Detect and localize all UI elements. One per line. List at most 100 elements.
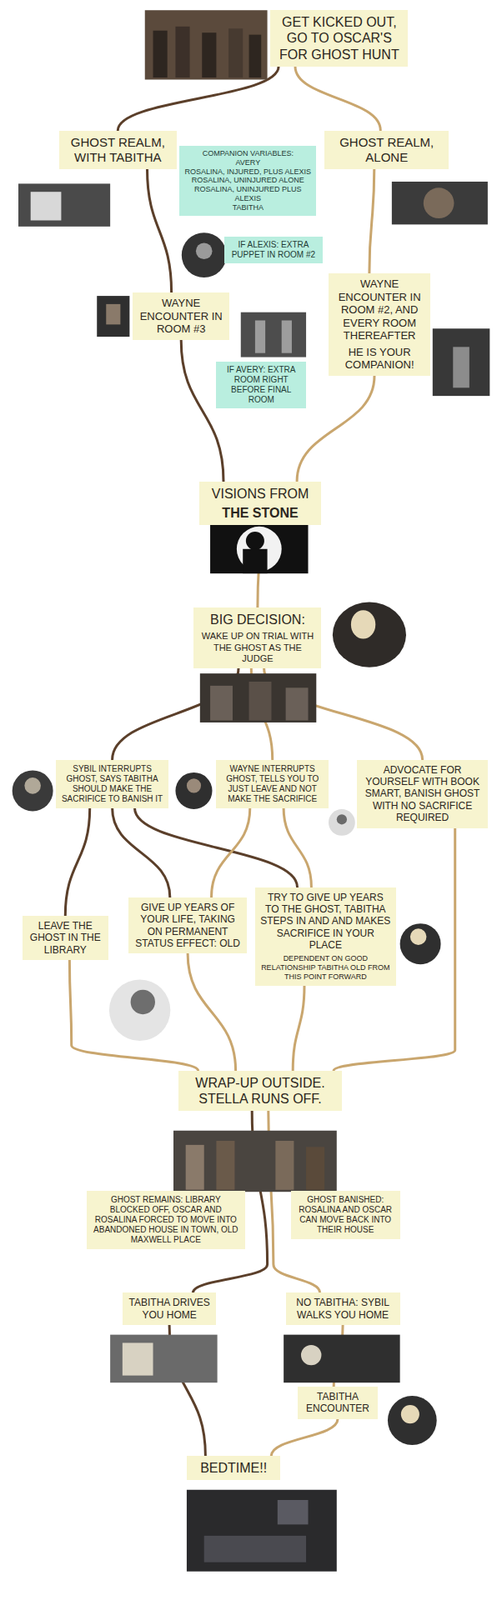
box-text: WAYNE ENCOUNTER IN ROOM #3: [137, 296, 225, 337]
puppet-portrait: [181, 232, 227, 278]
pillar-shape: [281, 320, 292, 353]
figure-body: [242, 549, 267, 574]
connector-line: [295, 66, 381, 131]
old-player-face: [130, 990, 156, 1015]
box-text: ADVOCATE FOR YOURSELF WITH BOOK SMART, B…: [361, 764, 483, 825]
process-box: BIG DECISION:WAKE UP ON TRIAL WITH THE G…: [193, 607, 322, 669]
tabitha-portrait: [332, 602, 407, 668]
box-text: VISIONS FROM: [204, 486, 317, 502]
walk-illustration: [283, 1335, 400, 1385]
box-text: NO TABITHA: SYBIL WALKS YOU HOME: [291, 1297, 396, 1322]
connector-line: [147, 169, 172, 294]
box-text: IF AVERY: EXTRA ROOM RIGHT BEFORE FINAL …: [219, 365, 303, 406]
process-box: GHOST REALM, ALONE: [324, 130, 449, 170]
wrap-up-illustration: [173, 1131, 337, 1193]
tabitha-portrait: [400, 923, 442, 965]
intro-illustration: [145, 10, 268, 80]
box-text: IF ALEXIS: EXTRA PUPPET IN ROOM #2: [227, 240, 319, 261]
illustration-panel: [18, 183, 111, 226]
illustration-panel: [391, 181, 488, 225]
figure-silhouette: [249, 35, 262, 78]
note-box: IF AVERY: EXTRA ROOM RIGHT BEFORE FINAL …: [215, 361, 307, 409]
connector-line: [65, 808, 90, 917]
sybil-portrait: [12, 770, 54, 812]
illustration-panel: [200, 673, 317, 723]
wayne-companion-illustration: [432, 328, 491, 397]
box-text: COMPANION VARIABLES:: [182, 149, 313, 159]
tabitha-hair: [410, 928, 427, 946]
sybil-figure: [301, 1345, 322, 1366]
connector-line: [369, 169, 375, 274]
connector-line: [283, 808, 312, 889]
pillar-shape: [255, 320, 266, 353]
illustration-panel: [145, 10, 268, 80]
process-box: TABITHA ENCOUNTER: [297, 1387, 377, 1421]
process-box: GET KICKED OUT, GO TO OSCAR'S FOR GHOST …: [270, 10, 408, 67]
doorway-light: [30, 191, 62, 221]
process-box: TRY TO GIVE UP YEARS TO THE GHOST, TABIT…: [255, 888, 397, 987]
connector-line: [180, 340, 224, 482]
figure-silhouette: [286, 687, 309, 721]
box-text: GET KICKED OUT, GO TO OSCAR'S FOR GHOST …: [275, 14, 403, 63]
note-box: COMPANION VARIABLES:AVERYROSALINA, INJUR…: [179, 145, 317, 216]
box-text: GHOST REALM, WITH TABITHA: [64, 135, 172, 166]
wayne-face: [105, 304, 121, 325]
player-portrait: [328, 809, 356, 837]
window-shape: [277, 1500, 309, 1526]
wayne-portrait: [175, 773, 212, 810]
figure-silhouette: [249, 682, 272, 722]
figure-silhouette: [228, 28, 243, 78]
box-text: TABITHA: [182, 203, 313, 213]
figure-silhouette: [185, 1145, 205, 1191]
connector-line: [187, 953, 236, 1072]
figure-silhouette: [306, 1147, 325, 1190]
connector-line: [211, 808, 251, 899]
process-box: WAYNE INTERRUPTS GHOST, TELLS YOU TO JUS…: [215, 760, 329, 809]
realm-illustration: [18, 181, 488, 227]
tabitha-hair: [351, 610, 376, 639]
old-player-portrait: [109, 980, 171, 1042]
process-box: ADVOCATE FOR YOURSELF WITH BOOK SMART, B…: [356, 760, 488, 829]
box-text: SYBIL INTERRUPTS GHOST, SAYS TABITHA SHO…: [60, 764, 164, 805]
process-box: GHOST REALM, WITH TABITHA: [59, 130, 177, 170]
box-text: WAYNE ENCOUNTER IN ROOM #2, AND EVERY RO…: [333, 277, 426, 343]
box-text: TABITHA ENCOUNTER: [302, 1391, 372, 1416]
box-text: WAYNE INTERRUPTS GHOST, TELLS YOU TO JUS…: [220, 764, 324, 805]
connector-line: [296, 376, 375, 482]
face-shape: [423, 187, 455, 219]
figure-silhouette: [175, 26, 190, 78]
process-box: WRAP-UP OUTSIDE. STELLA RUNS OFF.: [178, 1071, 342, 1112]
figure-silhouette: [452, 346, 470, 388]
driver-figure: [122, 1343, 154, 1376]
process-box: BEDTIME!!: [186, 1456, 282, 1481]
box-text: ROSALINA, INJURED, PLUS ALEXIS: [182, 167, 313, 177]
note-box: IF ALEXIS: EXTRA PUPPET IN ROOM #2: [224, 236, 322, 264]
figure-silhouette: [210, 686, 233, 722]
box-text: HE IS YOUR COMPANION!: [333, 346, 426, 372]
box-text: BEDTIME!!: [191, 1460, 277, 1477]
box-text: THE STONE: [204, 505, 317, 522]
box-text: ROSALINA, UNINJURED PLUS ALEXIS: [182, 185, 313, 204]
box-text: WAKE UP ON TRIAL WITH THE GHOST AS THE J…: [198, 631, 317, 665]
process-box: WAYNE ENCOUNTER IN ROOM #2, AND EVERY RO…: [328, 273, 431, 377]
process-box: SYBIL INTERRUPTS GHOST, SAYS TABITHA SHO…: [55, 760, 169, 809]
process-box: TABITHA DRIVES YOU HOME: [122, 1293, 217, 1326]
box-text: DEPENDENT ON GOOD RELATIONSHIP TABITHA O…: [260, 954, 392, 982]
stone-illustration: [210, 524, 308, 574]
process-box: WAYNE ENCOUNTER IN ROOM #3: [132, 292, 230, 341]
connector-line: [69, 960, 198, 1072]
box-text: TRY TO GIVE UP YEARS TO THE GHOST, TABIT…: [260, 892, 392, 953]
box-text: ROSALINA, UNINJURED ALONE: [182, 175, 313, 186]
box-text: WRAP-UP OUTSIDE. STELLA RUNS OFF.: [183, 1075, 337, 1108]
box-text: GIVE UP YEARS OF YOUR LIFE, TAKING ON PE…: [133, 902, 242, 951]
process-box: GHOST REMAINS: LIBRARY BLOCKED OFF, OSCA…: [86, 1191, 246, 1250]
connector-line: [292, 986, 305, 1072]
process-box: GIVE UP YEARS OF YOUR LIFE, TAKING ON PE…: [128, 898, 247, 955]
car-illustration: [110, 1335, 217, 1385]
box-text: AVERY: [182, 158, 313, 168]
process-box: LEAVE THE GHOST IN THE LIBRARY: [22, 916, 109, 961]
figure-silhouette: [153, 30, 168, 78]
illustration-panel: [210, 524, 308, 574]
process-box: NO TABITHA: SYBIL WALKS YOU HOME: [286, 1293, 401, 1326]
